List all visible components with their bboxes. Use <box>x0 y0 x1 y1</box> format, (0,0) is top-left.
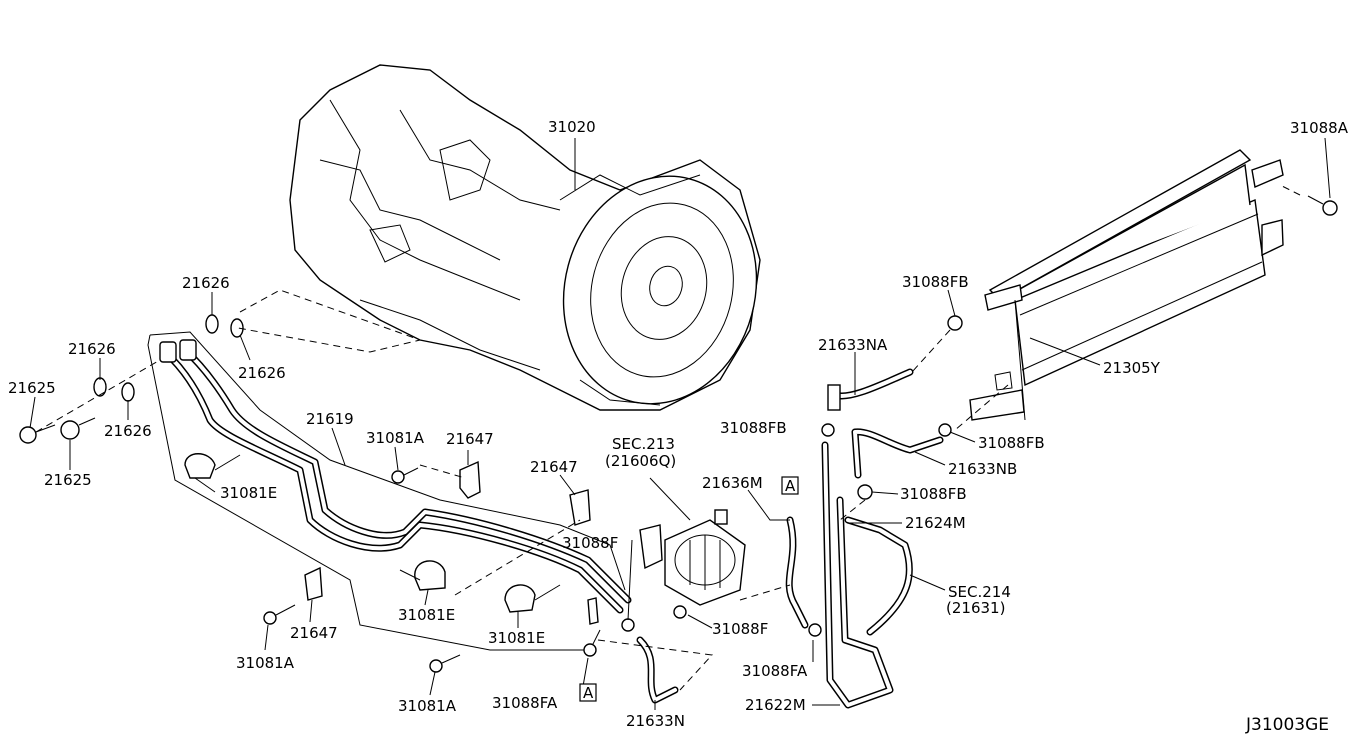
label-21647-2: 21647 <box>446 430 494 448</box>
bolt-31081A-1[interactable] <box>391 467 419 484</box>
label-sec214-ref: (21631) <box>946 599 1005 617</box>
clamp-31081E-1[interactable] <box>184 453 241 479</box>
clip-31088F-1[interactable] <box>621 618 635 632</box>
label-31088FB-3: 31088FB <box>978 434 1045 452</box>
label-31088FA-2: 31088FA <box>492 694 558 712</box>
oil-cooler[interactable] <box>969 149 1284 421</box>
clip-31088FB-1[interactable] <box>947 315 963 331</box>
label-21626-2: 21626 <box>238 364 286 382</box>
label-21647-3: 21647 <box>290 624 338 642</box>
label-21626-1: 21626 <box>182 274 230 292</box>
leader-lines <box>29 137 1331 710</box>
bracket-21647-2[interactable] <box>569 489 591 526</box>
washer-21626-4[interactable] <box>230 318 244 338</box>
label-21633NB: 21633NB <box>948 460 1017 478</box>
hose-21633NB[interactable] <box>851 428 944 479</box>
assembly-outline <box>147 334 601 651</box>
bolt-31088A[interactable] <box>1307 195 1338 216</box>
label-21636M: 21636M <box>702 474 763 492</box>
washer-21626-2[interactable] <box>121 382 135 402</box>
clip-31088FB-2[interactable] <box>821 423 835 437</box>
label-31081E-3: 31081E <box>488 629 545 647</box>
label-31088FB-1: 31088FB <box>902 273 969 291</box>
label-31088A: 31088A <box>1290 119 1349 137</box>
label-21626-3: 21626 <box>68 340 116 358</box>
pipe-21622M[interactable] <box>821 441 894 709</box>
label-31088FB-4: 31088FB <box>900 485 967 503</box>
hose-21633NA[interactable] <box>827 368 914 411</box>
label-21624M: 21624M <box>905 514 966 532</box>
bracket-21647-1[interactable] <box>459 460 481 499</box>
clip-31088FA-2[interactable] <box>583 643 597 657</box>
label-31020: 31020 <box>548 118 596 136</box>
label-21633N: 21633N <box>626 712 685 730</box>
assembly-outline-2 <box>149 331 626 591</box>
label-21622M: 21622M <box>745 696 806 714</box>
label-31088F-2: 31088F <box>562 534 618 552</box>
clamp-31081E-3[interactable] <box>504 584 561 613</box>
label-31081A-2: 31081A <box>236 654 295 672</box>
hose-21633N[interactable] <box>636 636 679 704</box>
clip-31088FA-1[interactable] <box>808 623 822 637</box>
ref-a-2: A <box>583 684 594 702</box>
clip-31088FB-3[interactable] <box>938 423 952 437</box>
label-31088F-1: 31088F <box>712 620 768 638</box>
bolt-31081A-3[interactable] <box>429 654 461 673</box>
ref-box-a-2 <box>579 683 597 702</box>
bolt-21625-2[interactable] <box>60 417 96 440</box>
label-sec213: SEC.213 <box>612 435 675 453</box>
pipe-21624M[interactable] <box>844 516 913 636</box>
part-labels: 31020 31088A 31088FB 21633NA 21305Y 3108… <box>8 118 1349 735</box>
transmission-assembly[interactable] <box>289 64 782 426</box>
bracket-21647-3[interactable] <box>304 566 323 601</box>
label-21625-1: 21625 <box>8 379 56 397</box>
label-31088FB-2: 31088FB <box>720 419 787 437</box>
label-31081A-3: 31081A <box>398 697 457 715</box>
reference-lines <box>35 184 1301 691</box>
label-21626-4: 21626 <box>104 422 152 440</box>
oil-filter-assembly[interactable] <box>639 509 746 606</box>
ref-a-1: A <box>785 477 796 495</box>
clip-31088F-2[interactable] <box>673 605 687 619</box>
label-31081E-2: 31081E <box>398 606 455 624</box>
hose-21636M[interactable] <box>785 516 809 629</box>
clip-31088FB-4[interactable] <box>857 484 873 500</box>
clamp-31081E-2[interactable] <box>399 560 446 591</box>
ref-box-a-1 <box>781 476 799 495</box>
label-21619: 21619 <box>306 410 354 428</box>
label-31081E-1: 31081E <box>220 484 277 502</box>
label-sec213-ref: (21606Q) <box>605 452 676 470</box>
bolt-21625-1[interactable] <box>19 424 56 444</box>
label-21647-1: 21647 <box>530 458 578 476</box>
label-sec214: SEC.214 <box>948 583 1011 601</box>
label-21633NA: 21633NA <box>818 336 888 354</box>
label-31088FA-1: 31088FA <box>742 662 808 680</box>
bolt-31081A-2[interactable] <box>263 604 296 625</box>
washer-21626-3[interactable] <box>205 314 219 334</box>
label-21305Y: 21305Y <box>1103 359 1161 377</box>
label-31081A-1: 31081A <box>366 429 425 447</box>
washer-21626-1[interactable] <box>93 377 107 397</box>
diagram-id: J31003GE <box>1245 715 1329 735</box>
label-21625-2: 21625 <box>44 471 92 489</box>
oil-line-21619[interactable] <box>159 339 632 625</box>
